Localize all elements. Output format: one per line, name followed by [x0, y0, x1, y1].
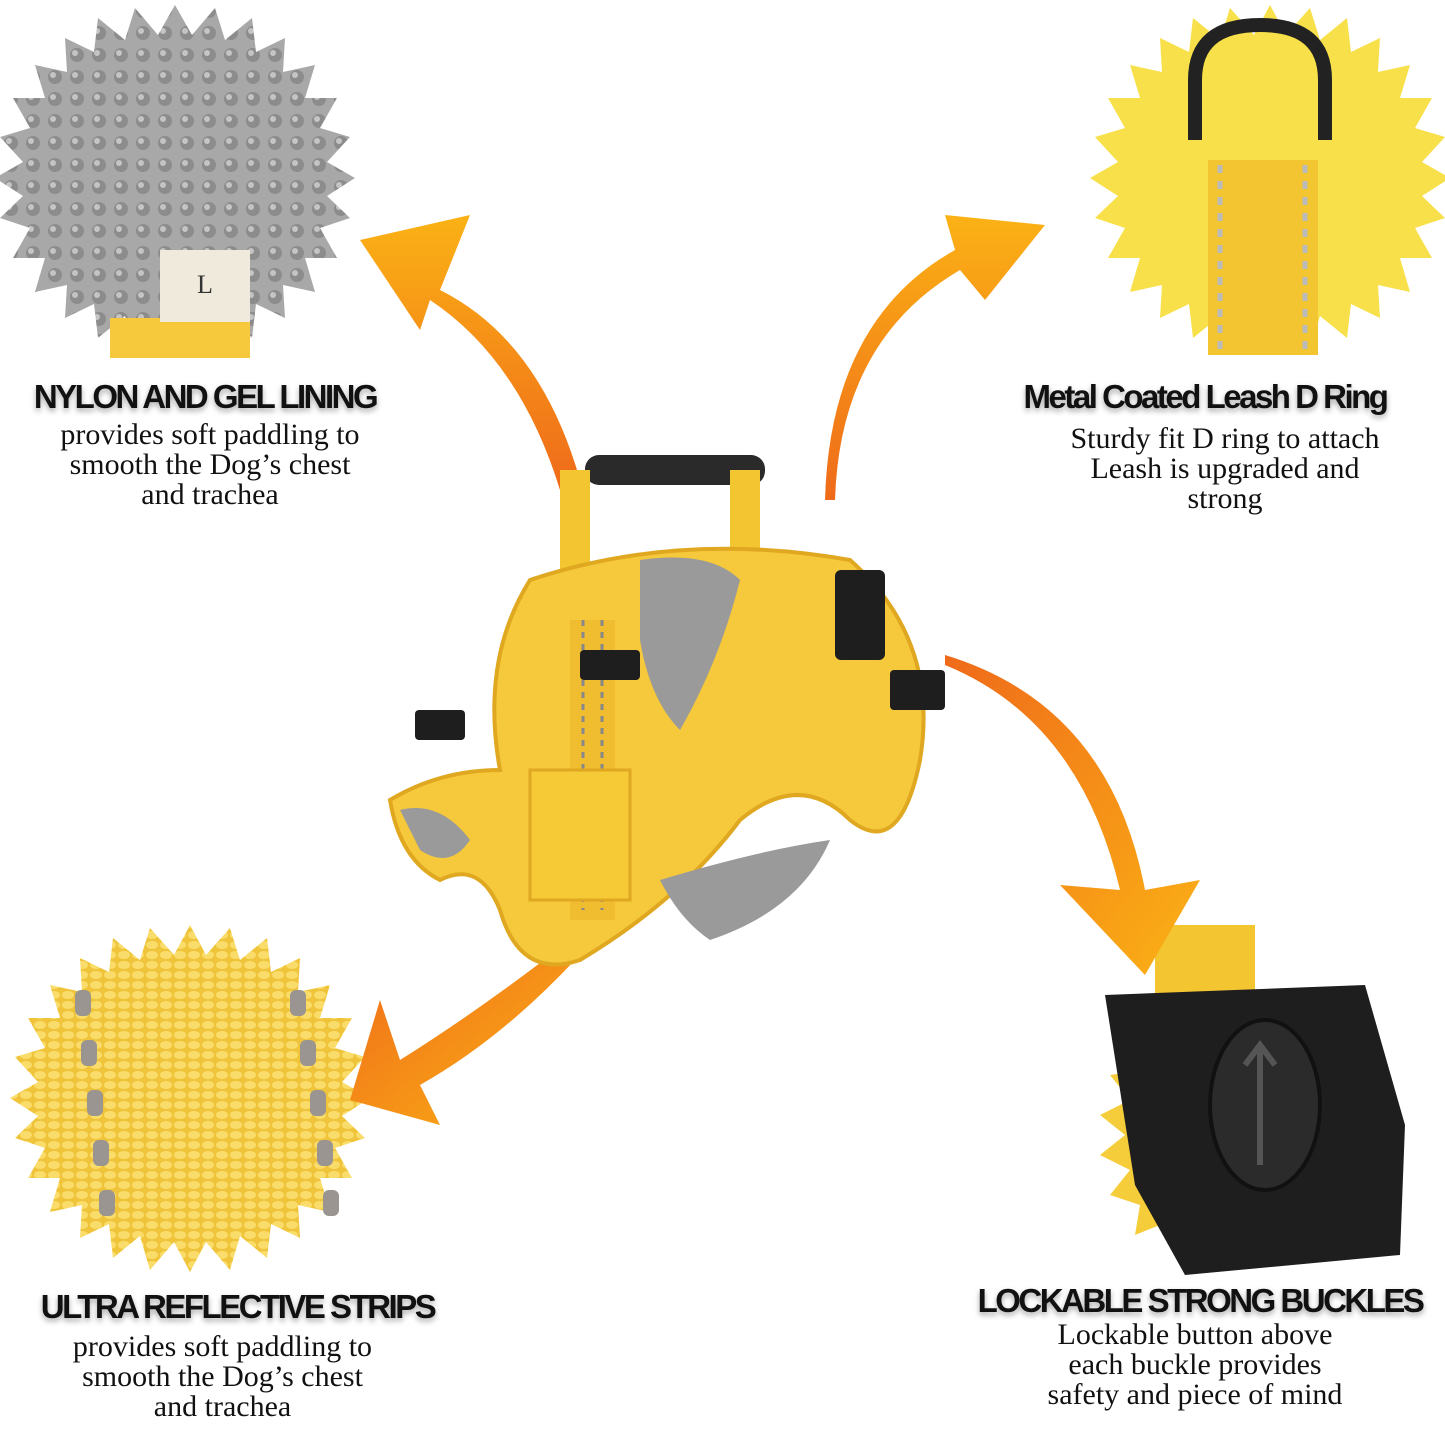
feature-desc-line: smooth the Dog’s chest	[82, 1360, 363, 1393]
feature-desc-line: smooth the Dog’s chest	[69, 448, 351, 481]
nylon-lining-closeup: L	[0, 0, 360, 360]
handle-icon	[585, 455, 765, 485]
reflective-strip-closeup	[5, 920, 385, 1290]
feature-reflective-strips: ULTRA REFLECTIVE STRIPS provides soft pa…	[15, 1288, 460, 1422]
feature-desc-line: provides soft paddling to	[72, 1330, 373, 1363]
feature-desc-line: and trachea	[153, 1390, 292, 1423]
feature-desc-line: Sturdy fit D ring to attach	[1070, 422, 1380, 455]
svg-text:L: L	[197, 270, 213, 299]
size-tag	[160, 250, 250, 322]
feature-title: Metal Coated Leash D Ring	[1023, 378, 1389, 415]
d-ring-closeup	[1090, 0, 1445, 360]
feature-title: ULTRA REFLECTIVE STRIPS	[40, 1288, 437, 1325]
feature-desc-line: Lockable button above	[1057, 1318, 1333, 1351]
d-ring-icon	[1188, 17, 1332, 140]
buckle-closeup	[1065, 925, 1445, 1285]
feature-desc-line: and trachea	[141, 478, 279, 511]
feature-desc-line: strong	[1187, 482, 1263, 515]
feature-title: LOCKABLE STRONG BUCKLES	[977, 1282, 1425, 1319]
feature-desc-line: Leash is upgraded and	[1090, 452, 1360, 485]
feature-d-ring: Metal Coated Leash D Ring Sturdy fit D r…	[985, 378, 1425, 514]
feature-lockable-buckles: LOCKABLE STRONG BUCKLES Lockable button …	[955, 1282, 1445, 1410]
feature-desc-line: provides soft paddling to	[60, 418, 360, 451]
feature-nylon-lining: NYLON AND GEL LINING provides soft paddl…	[0, 378, 410, 510]
feature-title: NYLON AND GEL LINING	[33, 378, 379, 415]
feature-desc-line: each buckle provides	[1068, 1348, 1322, 1381]
feature-desc-line: safety and piece of mind	[1047, 1378, 1343, 1411]
harness-image	[387, 455, 945, 967]
